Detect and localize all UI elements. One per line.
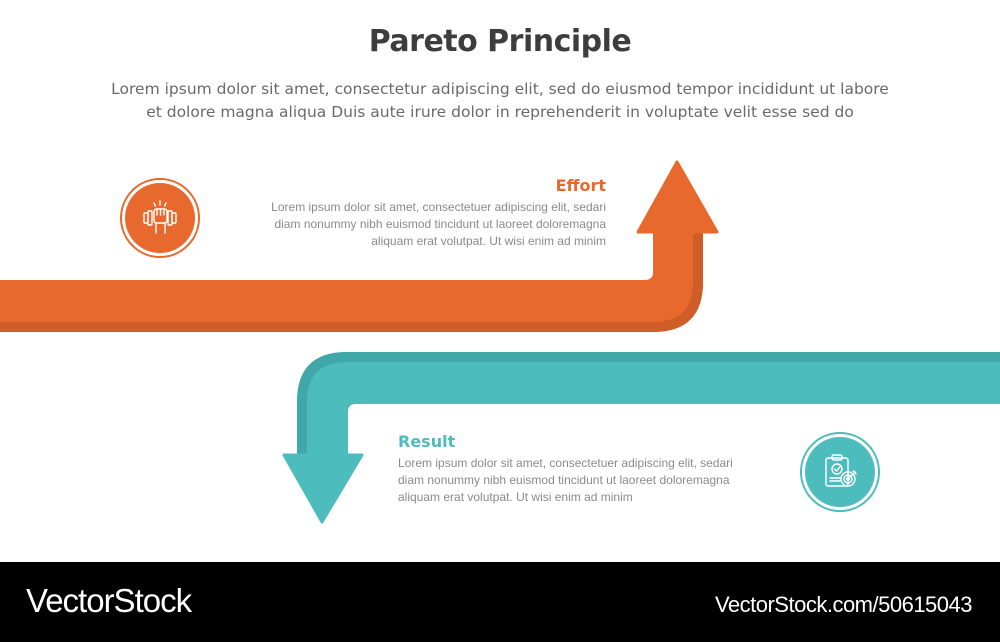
effort-line: diam nonummy nibh euismod tincidunt ut l… [274,217,606,231]
pareto-arrows [0,160,1000,524]
result-heading: Result [398,432,456,451]
image-reference: VectorStock.com/50615043 [714,592,973,617]
subtitle-line: et dolore magna aliqua Duis aute irure d… [146,103,854,121]
result-line: diam nonummy nibh euismod tincidunt ut l… [398,473,730,487]
effort-description: Lorem ipsum dolor sit amet, consectetuer… [200,199,606,250]
result-description: Lorem ipsum dolor sit amet, consectetuer… [398,455,798,506]
effort-line: aliquam erat volutpat. Ut wisi enim ad m… [371,234,606,248]
result-arrow [282,352,1000,524]
page-title: Pareto Principle [368,24,632,59]
result-line: aliquam erat volutpat. Ut wisi enim ad m… [398,490,633,504]
effort-icon-badge [120,178,200,258]
subtitle-line: Lorem ipsum dolor sit amet, consectetur … [111,80,889,98]
effort-step: Effort Lorem ipsum dolor sit amet, conse… [200,176,606,250]
page-subtitle: Lorem ipsum dolor sit amet, consectetur … [40,78,960,124]
result-icon-badge [800,432,880,512]
effort-heading: Effort [555,176,606,195]
effort-line: Lorem ipsum dolor sit amet, consectetuer… [271,200,606,214]
result-step: Result Lorem ipsum dolor sit amet, conse… [398,432,798,506]
footer: VectorStock VectorStock.com/50615043 [0,562,1000,642]
clipboard-target-icon [825,454,857,487]
result-line: Lorem ipsum dolor sit amet, consectetuer… [398,456,733,470]
fist-dumbbell-icon [143,200,177,234]
vectorstock-logo: VectorStock [26,582,192,619]
effort-arrow [0,160,719,332]
